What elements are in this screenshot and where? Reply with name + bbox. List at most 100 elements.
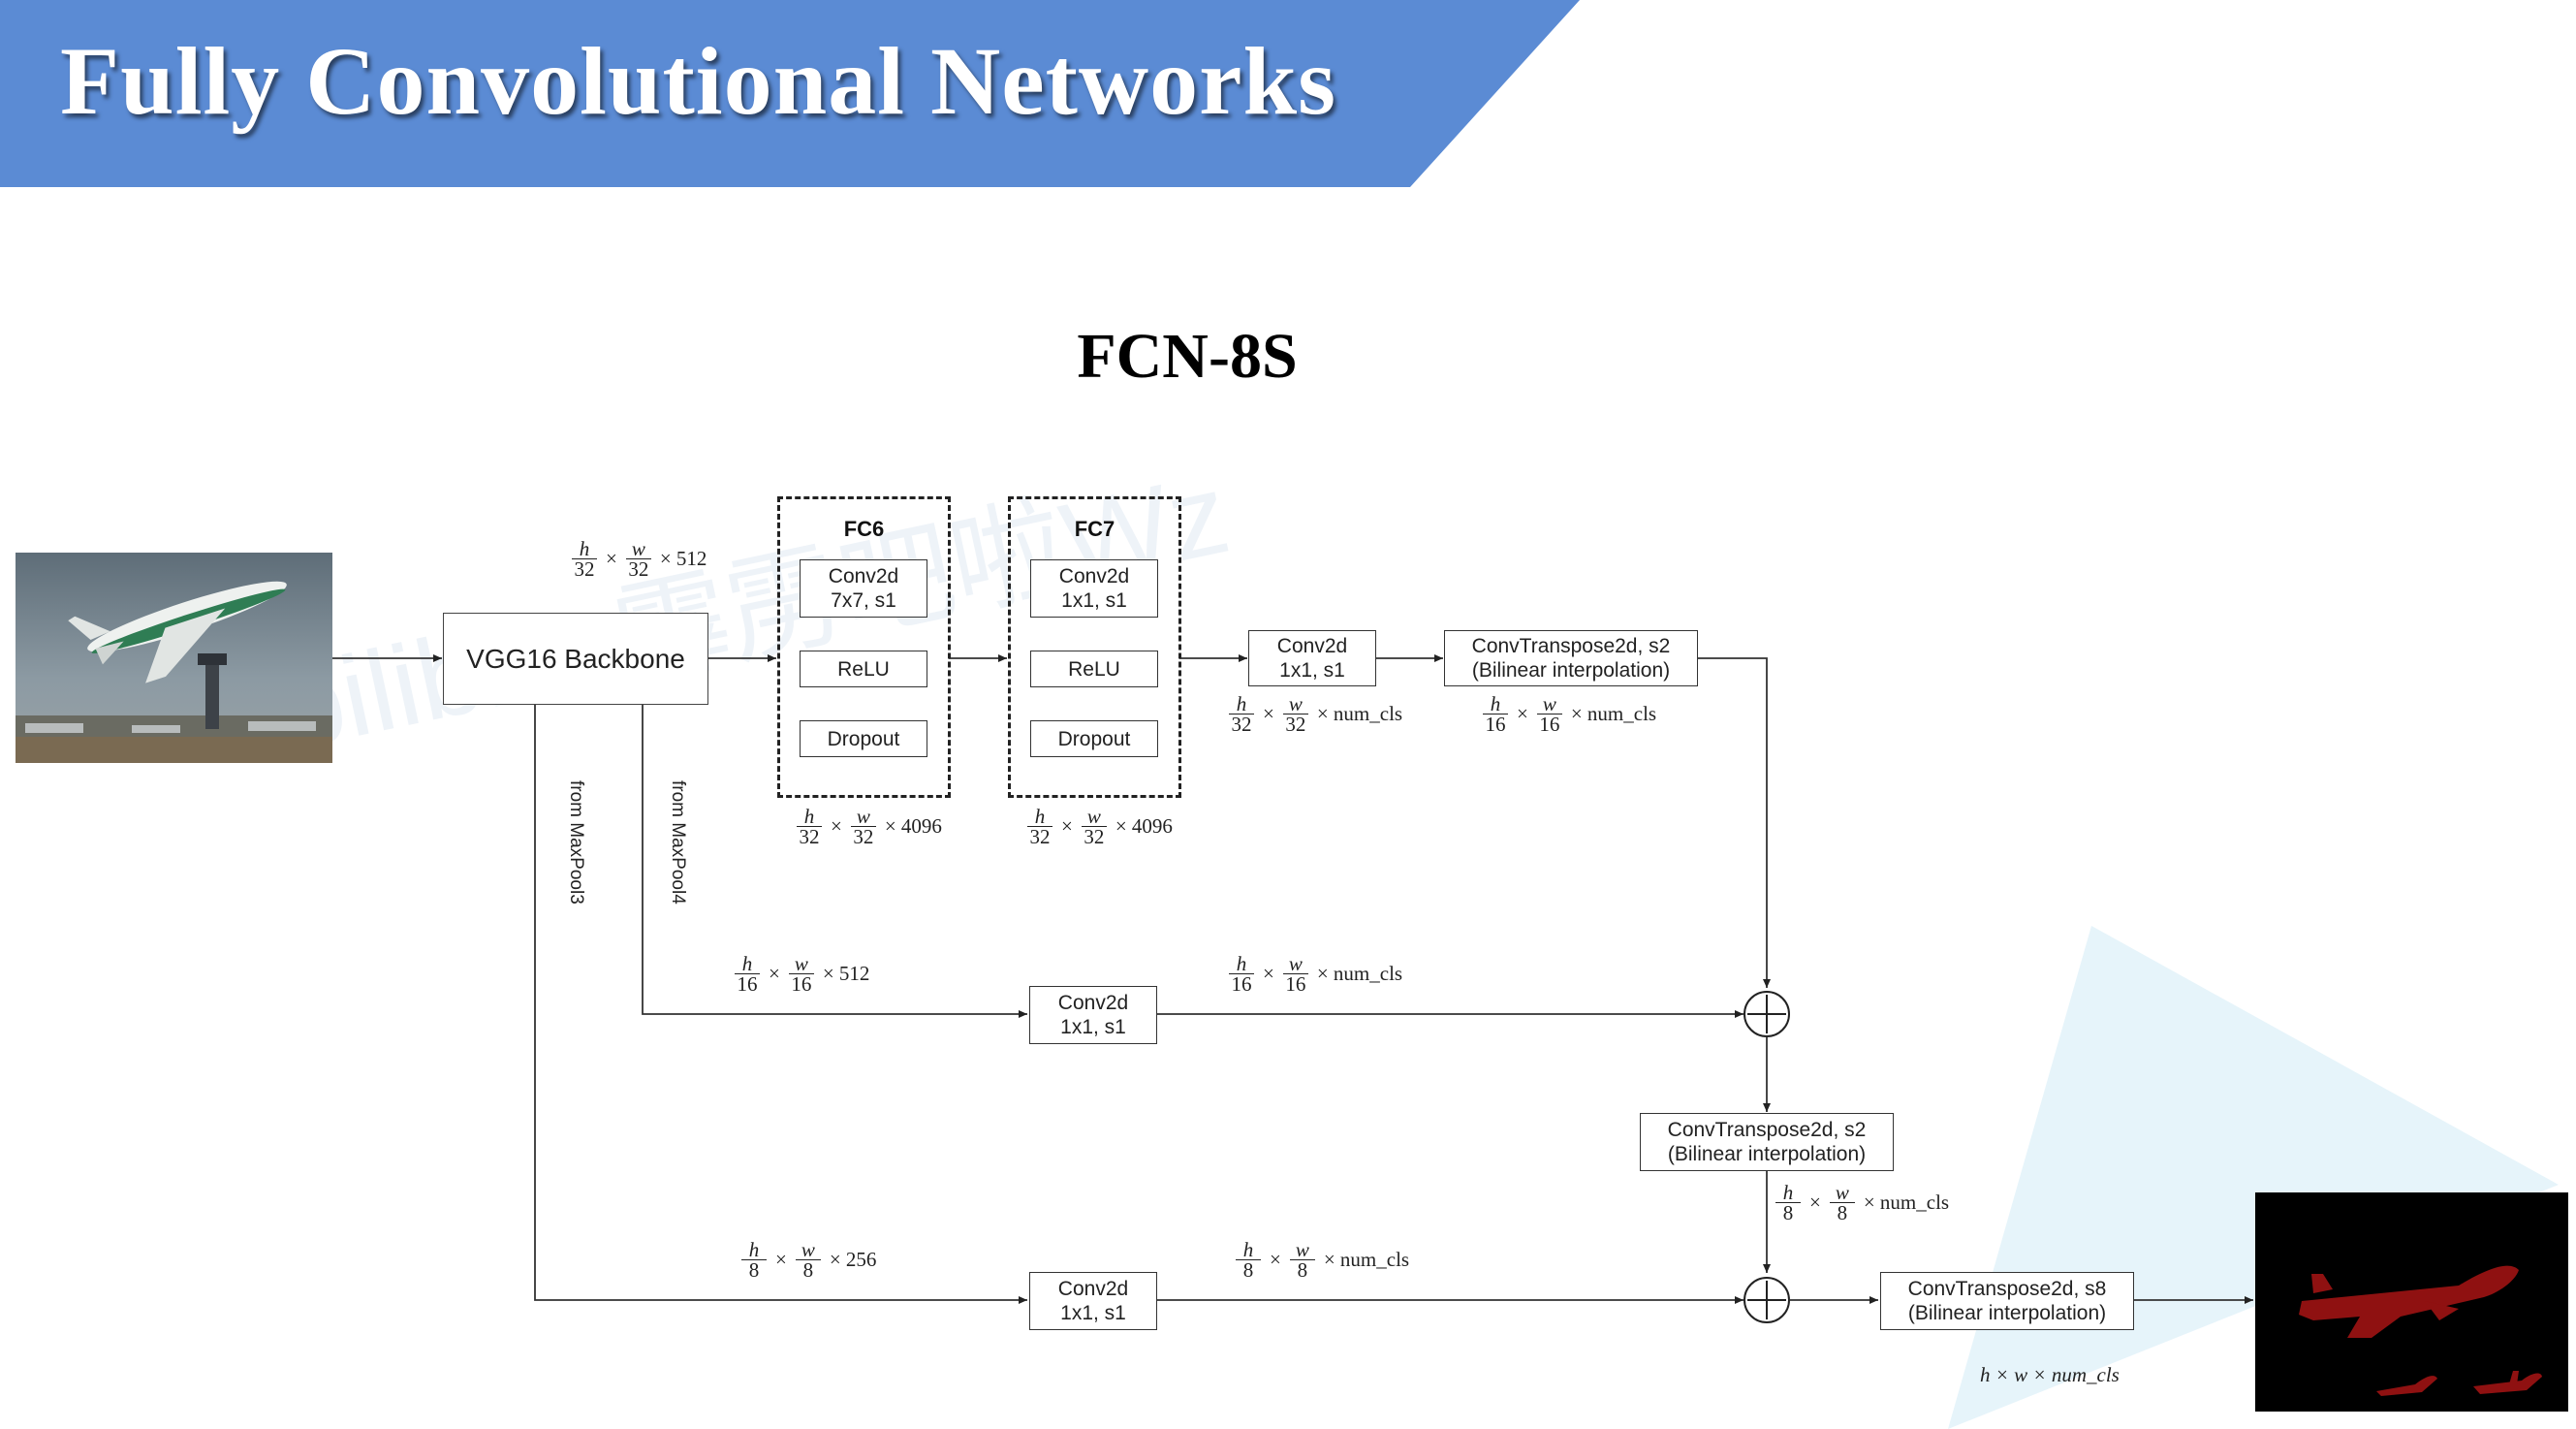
fc7-relu-label: ReLU	[1068, 657, 1120, 681]
height-denominator: 32	[1231, 713, 1252, 736]
fc7-relu-block: ReLU	[1030, 651, 1158, 687]
dim-remainder: × 4096	[884, 814, 942, 838]
height-numerator: h	[741, 952, 753, 975]
fc6-group	[777, 496, 951, 798]
fc6-conv-line2: 7x7, s1	[831, 589, 896, 612]
height-numerator: h	[1490, 692, 1501, 715]
height-numerator: h	[803, 805, 815, 828]
input-image	[16, 553, 332, 763]
dim-remainder: × 4096	[1115, 814, 1173, 838]
dim-remainder: × num_cls	[1863, 1191, 1950, 1214]
height-denominator: 32	[1029, 825, 1051, 848]
width-numerator: w	[1086, 805, 1101, 828]
dim-remainder: × num_cls	[1570, 702, 1657, 725]
segmentation-mask	[2299, 1265, 2542, 1396]
upsample-final-line1: ConvTranspose2d, s8	[1907, 1278, 2107, 1300]
output-segmentation-image	[2255, 1192, 2568, 1412]
line-maxpool3-branch	[534, 705, 1027, 1304]
dim-remainder: × 256	[829, 1248, 877, 1271]
upsample-top-line2: (Bilinear interpolation)	[1471, 659, 1671, 682]
times-sign: ×	[1263, 962, 1274, 985]
upsample-mid-line1: ConvTranspose2d, s2	[1667, 1119, 1867, 1141]
add-node-1-icon	[1744, 991, 1790, 1037]
height-numerator: h	[1034, 805, 1046, 828]
height-denominator: 16	[1231, 972, 1252, 996]
width-denominator: 8	[1297, 1258, 1308, 1282]
times-sign: ×	[769, 962, 780, 985]
banner-band	[0, 0, 1580, 187]
width-numerator: w	[631, 537, 645, 560]
width-denominator: 16	[1285, 972, 1306, 996]
upsample-mid-line2: (Bilinear interpolation)	[1667, 1143, 1867, 1165]
upsample-mid-block: ConvTranspose2d, s2 (Bilinear interpolat…	[1640, 1113, 1894, 1171]
width-numerator: w	[1835, 1181, 1849, 1204]
fc7-title: FC7	[1074, 517, 1115, 541]
times-sign: ×	[1270, 1248, 1281, 1271]
fc6-dropout-block: Dropout	[800, 720, 927, 757]
fc6-conv-line1: Conv2d	[828, 565, 899, 587]
width-denominator: 8	[1837, 1201, 1848, 1224]
fc6-relu-block: ReLU	[800, 651, 927, 687]
conv-pool3-line2: 1x1, s1	[1060, 1302, 1126, 1324]
height-denominator: 32	[799, 825, 820, 848]
times-sign: ×	[1809, 1191, 1821, 1214]
fc7-conv-line1: Conv2d	[1058, 565, 1130, 587]
width-fraction-bar	[788, 973, 814, 974]
width-fraction-bar	[795, 1259, 821, 1260]
width-fraction-bar	[1829, 1202, 1855, 1203]
height-numerator: h	[1236, 952, 1247, 975]
fc7-conv-line2: 1x1, s1	[1061, 589, 1127, 612]
fc6-relu-label: ReLU	[837, 657, 890, 681]
times-sign: ×	[1061, 814, 1073, 838]
dim-remainder: × num_cls	[1323, 1248, 1410, 1271]
fc7-conv-block: Conv2d 1x1, s1	[1030, 559, 1158, 618]
maxpool3-branch-label: from MaxPool3	[566, 780, 586, 905]
width-fraction-bar	[1282, 973, 1308, 974]
width-numerator: w	[794, 952, 808, 975]
height-fraction-bar	[572, 558, 597, 559]
conv-top-block: Conv2d 1x1, s1	[1248, 630, 1376, 686]
times-sign: ×	[1517, 702, 1528, 725]
width-denominator: 32	[628, 557, 649, 581]
height-denominator: 32	[574, 557, 595, 581]
height-numerator: h	[1782, 1181, 1794, 1204]
width-numerator: w	[801, 1238, 815, 1261]
height-denominator: 8	[748, 1258, 760, 1282]
maxpool4-branch-label: from MaxPool4	[668, 780, 688, 905]
width-fraction-bar	[1289, 1259, 1315, 1260]
conv-top-line2: 1x1, s1	[1279, 659, 1345, 682]
width-denominator: 16	[791, 972, 812, 996]
fc6-dropout-label: Dropout	[827, 727, 900, 750]
height-denominator: 8	[1782, 1201, 1794, 1224]
height-fraction-bar	[1236, 1259, 1261, 1260]
line-maxpool4-branch	[642, 705, 1027, 1018]
add-node-2-icon	[1744, 1277, 1790, 1323]
width-numerator: w	[1295, 1238, 1309, 1261]
conv-pool4-line2: 1x1, s1	[1060, 1016, 1126, 1038]
height-denominator: 16	[1485, 713, 1506, 736]
times-sign: ×	[1263, 702, 1274, 725]
width-fraction-bar	[850, 826, 876, 827]
height-denominator: 8	[1242, 1258, 1254, 1282]
